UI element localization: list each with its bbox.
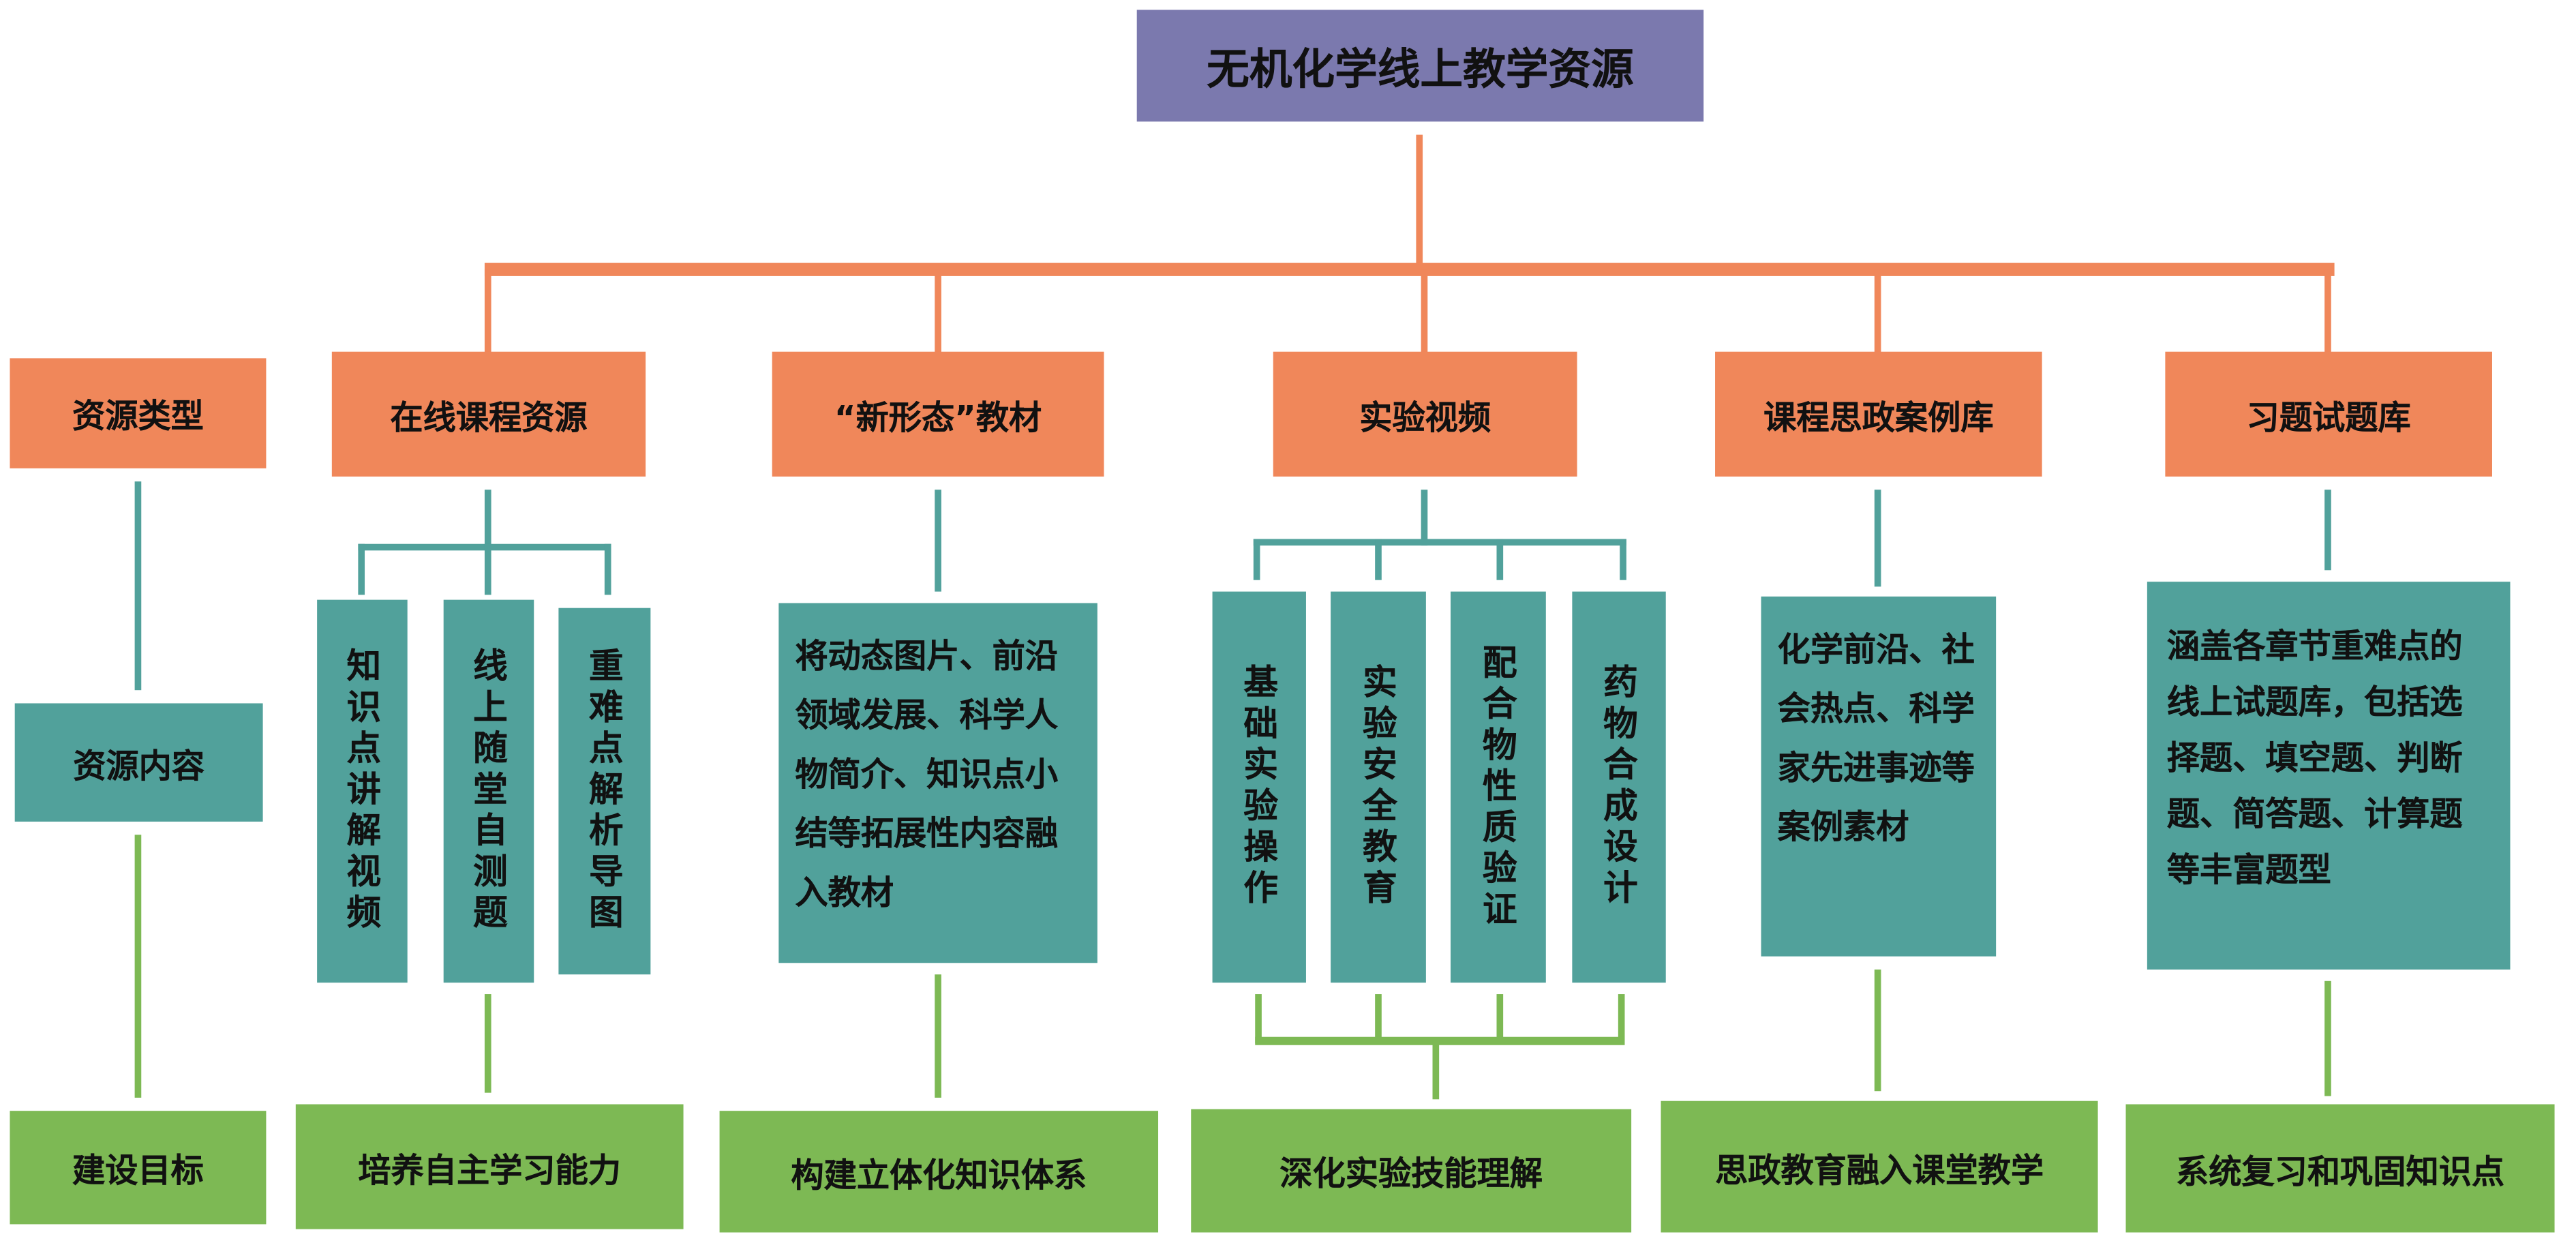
label: 在线课程资源 bbox=[390, 397, 588, 436]
label: 资源类型 bbox=[72, 395, 204, 436]
connector bbox=[484, 269, 491, 388]
connector bbox=[935, 974, 941, 1098]
label: 系统复习和巩固知识点 bbox=[2176, 1151, 2505, 1191]
connector bbox=[2324, 269, 2331, 388]
label: 药物合成设计 bbox=[1599, 663, 1639, 911]
connector bbox=[935, 490, 941, 592]
connector bbox=[2324, 980, 2331, 1096]
type-online-course: 在线课程资源 bbox=[331, 351, 646, 477]
type-ideology-cases: 课程思政案例库 bbox=[1715, 351, 2042, 477]
label: 配合物性质验证 bbox=[1479, 643, 1518, 931]
row-label-content: 资源内容 bbox=[14, 703, 263, 822]
label: 思政教育融入课堂教学 bbox=[1715, 1149, 2044, 1189]
connector bbox=[1375, 539, 1382, 580]
connector bbox=[1421, 490, 1428, 546]
connector bbox=[1253, 539, 1260, 580]
row-label-type: 资源类型 bbox=[10, 358, 267, 468]
connector bbox=[1253, 539, 1626, 546]
connector bbox=[2324, 490, 2331, 571]
label: 建设目标 bbox=[72, 1150, 204, 1190]
content-item: 重难点解析导图 bbox=[558, 608, 651, 975]
label: 构建立体化知识体系 bbox=[791, 1154, 1087, 1194]
goal-box: 培养自主学习能力 bbox=[295, 1104, 684, 1229]
goal-box: 思政教育融入课堂教学 bbox=[1661, 1100, 2098, 1233]
label: 基础实验操作 bbox=[1239, 663, 1279, 911]
content-item: 知识点讲解视频 bbox=[317, 599, 408, 983]
connector bbox=[1874, 490, 1881, 587]
goal-box: 系统复习和巩固知识点 bbox=[2125, 1104, 2555, 1233]
root-title: 无机化学线上教学资源 bbox=[1207, 45, 1634, 95]
content-box: 涵盖各章节重难点的线上试题库，包括选择题、填空题、判断题、简答题、计算题等丰富题… bbox=[2147, 582, 2511, 970]
connector bbox=[1421, 269, 1428, 388]
connector bbox=[1432, 1040, 1440, 1100]
root-node: 无机化学线上教学资源 bbox=[1136, 10, 1704, 122]
row-label-goal: 建设目标 bbox=[10, 1111, 267, 1225]
content-box: 化学前沿、社会热点、科学家先进事迹等案例素材 bbox=[1761, 596, 1997, 957]
connector bbox=[358, 543, 365, 595]
label: 涵盖各章节重难点的线上试题库，包括选择题、填空题、判断题、简答题、计算题等丰富题… bbox=[2166, 626, 2463, 889]
connector bbox=[604, 543, 611, 595]
connector bbox=[484, 994, 491, 1093]
connector bbox=[134, 481, 142, 691]
label: 知识点讲解视频 bbox=[342, 647, 382, 935]
connector bbox=[1496, 539, 1504, 580]
label: 重难点解析导图 bbox=[584, 647, 624, 935]
goal-box: 深化实验技能理解 bbox=[1191, 1109, 1632, 1233]
label: 将动态图片、前沿领域发展、科学人物简介、知识点小结等拓展性内容融入教材 bbox=[795, 635, 1059, 912]
content-item: 配合物性质验证 bbox=[1451, 591, 1546, 983]
connector bbox=[134, 835, 142, 1098]
connector bbox=[1416, 134, 1423, 270]
label: 深化实验技能理解 bbox=[1279, 1153, 1543, 1193]
connector bbox=[1620, 539, 1626, 580]
connector bbox=[1255, 994, 1262, 1044]
label: 习题试题库 bbox=[2246, 397, 2411, 436]
label: 实验视频 bbox=[1359, 397, 1491, 436]
connector bbox=[1255, 1036, 1625, 1045]
connector bbox=[484, 263, 2335, 276]
label: “新形态”教材 bbox=[834, 397, 1042, 436]
label: 实验安全教育 bbox=[1359, 663, 1398, 911]
type-exercise-bank: 习题试题库 bbox=[2165, 351, 2492, 477]
content-item: 线上随堂自测题 bbox=[443, 599, 534, 983]
content-item: 基础实验操作 bbox=[1212, 591, 1306, 983]
connector bbox=[1874, 269, 1881, 388]
connector bbox=[1496, 994, 1504, 1044]
content-item: 实验安全教育 bbox=[1331, 591, 1426, 983]
label: 培养自主学习能力 bbox=[358, 1149, 621, 1189]
label: 课程思政案例库 bbox=[1763, 397, 1994, 436]
connector bbox=[484, 490, 491, 549]
connector bbox=[935, 269, 941, 388]
type-new-textbook: “新形态”教材 bbox=[772, 351, 1104, 477]
connector bbox=[1874, 969, 1881, 1092]
goal-box: 构建立体化知识体系 bbox=[719, 1111, 1159, 1233]
label: 资源内容 bbox=[73, 745, 205, 785]
type-experiment-video: 实验视频 bbox=[1273, 351, 1577, 477]
connector bbox=[1375, 994, 1382, 1044]
label: 化学前沿、社会热点、科学家先进事迹等案例素材 bbox=[1777, 629, 1975, 847]
content-item: 药物合成设计 bbox=[1572, 591, 1666, 983]
label: 线上随堂自测题 bbox=[469, 647, 509, 935]
connector bbox=[1618, 994, 1625, 1044]
content-box: 将动态图片、前沿领域发展、科学人物简介、知识点小结等拓展性内容融入教材 bbox=[778, 603, 1097, 963]
connector bbox=[484, 543, 491, 595]
